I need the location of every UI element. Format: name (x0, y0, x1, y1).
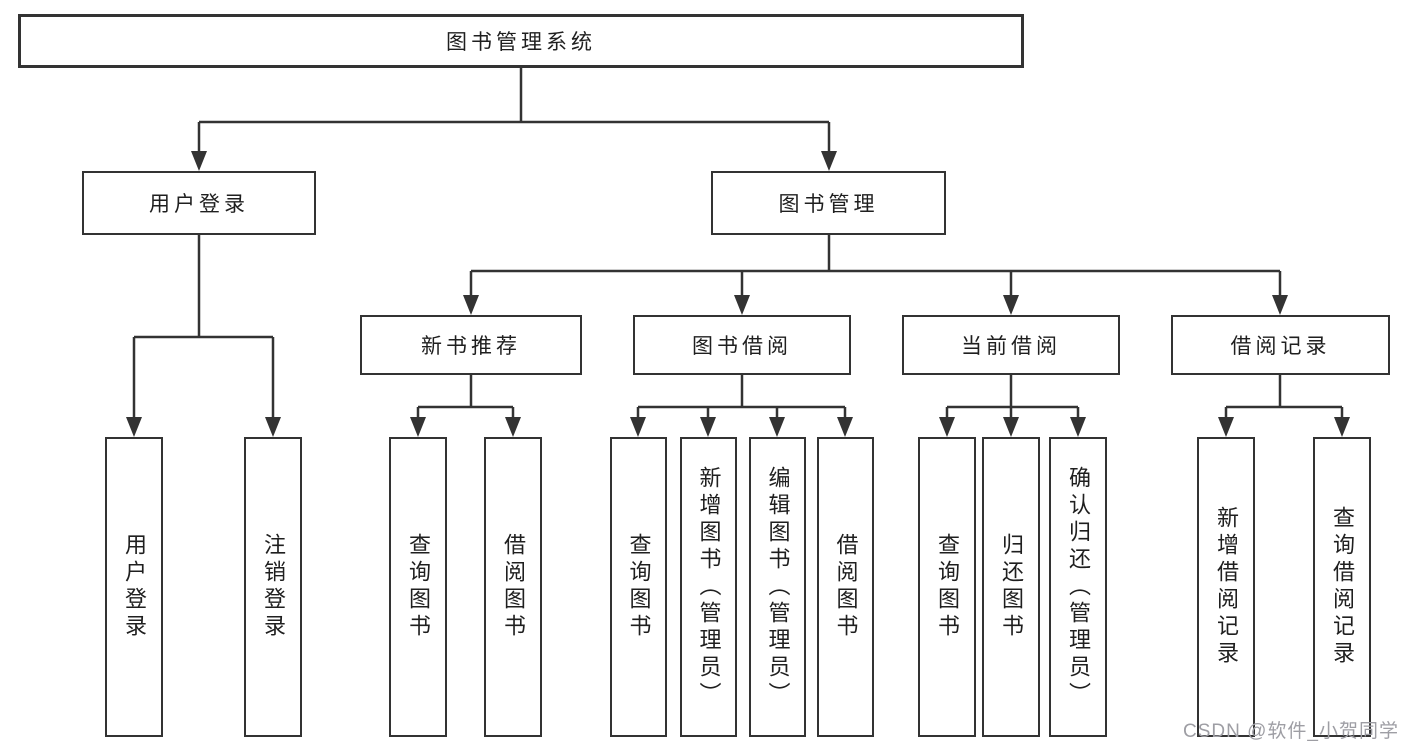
leaf-add-borrow-record: 新增借阅记录 (1197, 437, 1255, 737)
leaf-query-books-recommend: 查询图书 (389, 437, 447, 737)
node-book-management: 图书管理 (711, 171, 946, 235)
node-new-book-recommend: 新书推荐 (360, 315, 582, 375)
leaf-confirm-return-admin: 确认归还（管理员） (1049, 437, 1107, 737)
leaf-label: 确认归还（管理员） (1066, 465, 1091, 709)
leaf-user-login: 用户登录 (105, 437, 163, 737)
node-borrowing-records: 借阅记录 (1171, 315, 1390, 375)
leaf-label: 编辑图书（管理员） (765, 465, 791, 709)
leaf-return-book: 归还图书 (982, 437, 1040, 737)
leaf-label: 新增图书（管理员） (696, 465, 722, 709)
connector-segments (132, 68, 1344, 422)
csdn-watermark: CSDN @软件_小贺同学 (1183, 721, 1399, 742)
leaf-query-books-current: 查询图书 (918, 437, 976, 737)
node-book-borrowing: 图书借阅 (633, 315, 851, 375)
leaf-query-borrow-record: 查询借阅记录 (1313, 437, 1371, 737)
node-library-management-system: 图书管理系统 (18, 14, 1024, 68)
leaf-label: 查询借阅记录 (1330, 506, 1355, 668)
leaf-label: 查询图书 (406, 533, 431, 641)
leaf-label: 查询图书 (626, 533, 652, 641)
leaf-add-book-admin: 新增图书（管理员） (680, 437, 737, 737)
leaf-borrow-books-borrowing: 借阅图书 (817, 437, 874, 737)
node-label: 新书推荐 (421, 335, 521, 358)
node-label: 用户登录 (149, 193, 249, 216)
leaf-label: 借阅图书 (501, 533, 526, 641)
leaf-borrow-books-recommend: 借阅图书 (484, 437, 542, 737)
leaf-label: 用户登录 (122, 533, 147, 641)
leaf-query-books-borrowing: 查询图书 (610, 437, 667, 737)
leaf-label: 查询图书 (935, 533, 960, 641)
node-label: 借阅记录 (1230, 335, 1331, 358)
leaf-label: 归还图书 (999, 533, 1024, 641)
node-label: 图书借阅 (692, 335, 792, 358)
leaf-label: 新增借阅记录 (1214, 506, 1239, 668)
leaf-edit-book-admin: 编辑图书（管理员） (749, 437, 806, 737)
node-user-login: 用户登录 (82, 171, 316, 235)
node-label: 图书管理系统 (446, 31, 596, 54)
node-label: 图书管理 (778, 193, 879, 216)
node-label: 当前借阅 (961, 335, 1061, 358)
leaf-label: 借阅图书 (833, 533, 859, 641)
leaf-label: 注销登录 (261, 533, 286, 641)
node-current-borrowing: 当前借阅 (902, 315, 1120, 375)
leaf-logout: 注销登录 (244, 437, 302, 737)
